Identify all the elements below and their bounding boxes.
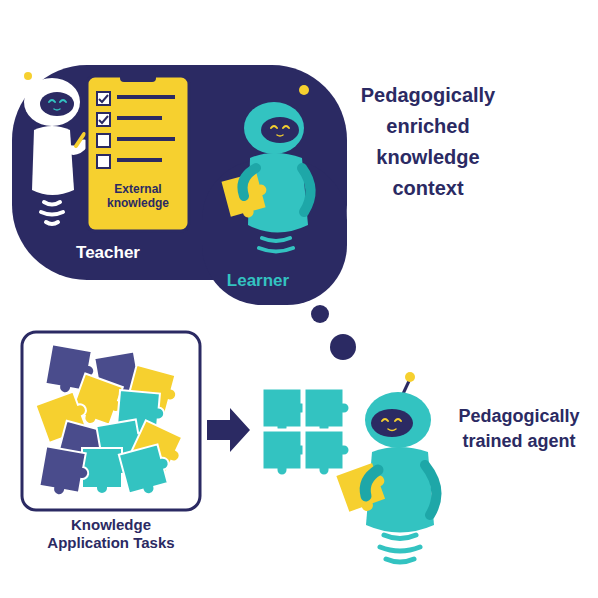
- agent-label: Pedagogically trained agent: [445, 404, 593, 454]
- solved-puzzle: [262, 388, 350, 476]
- drawing-part: [425, 465, 436, 515]
- drawing-part: [271, 126, 289, 128]
- context-label: Pedagogically enriched knowledge context: [342, 80, 514, 204]
- drawing-part: [380, 535, 420, 562]
- drawing-part: [244, 102, 304, 154]
- drawing-part: [261, 117, 299, 143]
- drawing-part: [97, 155, 110, 168]
- thought-dots: [311, 305, 356, 360]
- drawing-part: [388, 429, 396, 431]
- drawing-part: [243, 168, 257, 196]
- thought-bubble: TeacherLearner External knowledge: [12, 50, 352, 312]
- flow-arrow: [207, 408, 250, 452]
- drawing-part: [304, 430, 350, 476]
- drawing-part: [38, 446, 91, 499]
- drawing-part: [99, 116, 108, 123]
- drawing-part: [49, 100, 66, 102]
- drawing-part: [76, 134, 84, 146]
- drawing-part: [99, 95, 108, 102]
- drawing-part: [117, 137, 175, 141]
- drawing-part: [87, 76, 189, 231]
- drawing-part: [262, 388, 308, 434]
- drawing-part: [120, 68, 156, 82]
- drawing-part: [299, 85, 309, 95]
- drawing-part: [336, 461, 392, 517]
- role-label: Learner: [208, 271, 308, 291]
- drawing-part: [54, 109, 60, 110]
- drawing-part: [24, 72, 32, 80]
- drawing-part: [405, 372, 415, 382]
- drawing-part: [302, 168, 311, 212]
- box-caption: Knowledge Application Tasks: [36, 516, 186, 552]
- drawing-part: [365, 470, 378, 496]
- drawing-part: [97, 113, 110, 126]
- drawing-part: [207, 408, 250, 452]
- drawing-part: [262, 430, 308, 476]
- knowledge-clipboard: External knowledge: [85, 68, 191, 233]
- drawing-part: [311, 305, 329, 323]
- drawing-part: [32, 126, 74, 195]
- drawing-part: [40, 92, 74, 116]
- clipboard-label: External knowledge: [91, 182, 185, 211]
- drawing-part: [117, 158, 162, 162]
- role-label: Teacher: [60, 243, 156, 263]
- drawing-part: [330, 334, 356, 360]
- drawing-part: [259, 238, 293, 252]
- drawing-part: [117, 95, 175, 99]
- agent-robot: [336, 372, 436, 562]
- drawing-part: [304, 388, 350, 434]
- drawing-part: [277, 135, 283, 136]
- drawing-part: [97, 92, 110, 105]
- drawing-part: [365, 392, 431, 448]
- drawing-part: [22, 332, 200, 510]
- drawing-part: [117, 116, 162, 120]
- drawing-part: [371, 409, 413, 437]
- task-box: Knowledge Application Tasks: [20, 330, 202, 564]
- drawing-part: [24, 78, 80, 126]
- drawing-part: [119, 443, 175, 499]
- drawing-part: [382, 419, 401, 421]
- drawing-part: [97, 134, 110, 147]
- drawing-part: [41, 202, 63, 224]
